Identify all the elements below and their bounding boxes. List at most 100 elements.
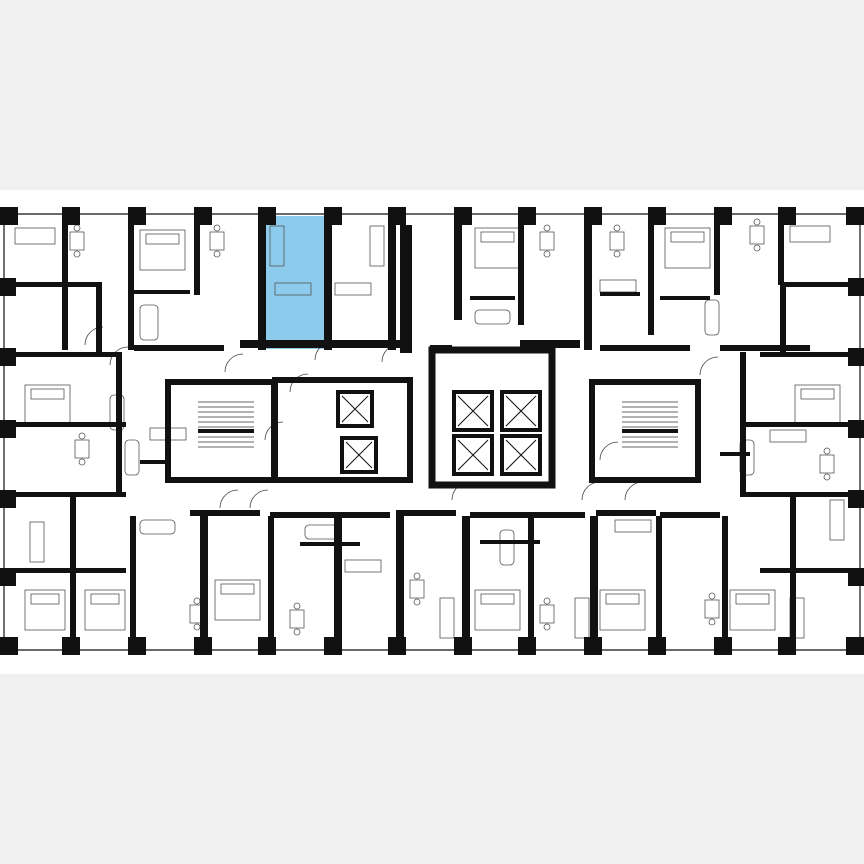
sofa-icon	[789, 225, 831, 243]
pillow	[480, 231, 515, 243]
chair	[753, 218, 761, 226]
elevator-3	[452, 390, 494, 432]
bathtub-icon	[704, 299, 720, 336]
pillow	[670, 231, 705, 243]
pillow	[605, 593, 640, 605]
wall	[334, 516, 342, 637]
wall	[720, 452, 750, 456]
kitchen-counter-icon	[274, 282, 312, 296]
chair	[613, 224, 621, 232]
chair	[543, 224, 551, 232]
wall	[596, 510, 656, 516]
pillow	[800, 388, 835, 400]
dining-table-icon	[539, 604, 555, 624]
wall	[190, 510, 260, 516]
column-icon	[0, 348, 16, 366]
wall	[520, 340, 580, 348]
column-icon	[848, 568, 864, 586]
wall	[480, 540, 540, 544]
pillow	[30, 388, 65, 400]
wall	[648, 225, 654, 335]
sofa-icon	[14, 227, 56, 245]
chair	[213, 224, 221, 232]
column-icon	[128, 207, 146, 225]
chair	[708, 618, 716, 626]
column-icon	[584, 207, 602, 225]
wall	[760, 568, 848, 573]
bed-icon	[664, 227, 711, 269]
column-icon	[62, 207, 80, 225]
wall	[134, 345, 224, 351]
wall	[140, 460, 170, 464]
wall	[722, 516, 728, 637]
wall	[388, 225, 396, 350]
bed-icon	[214, 579, 261, 621]
bathtub-icon	[139, 304, 159, 341]
wall	[16, 352, 116, 357]
wall	[240, 340, 330, 348]
wall	[16, 282, 96, 287]
pillow	[735, 593, 770, 605]
kitchen-counter-icon	[334, 282, 372, 296]
dining-table-icon	[74, 439, 90, 459]
sofa-icon	[369, 225, 385, 267]
chair	[543, 250, 551, 258]
column-icon	[324, 637, 342, 655]
wall	[780, 282, 848, 287]
pillow	[480, 593, 515, 605]
dining-table-icon	[539, 231, 555, 251]
wall	[300, 542, 360, 546]
column-icon	[0, 568, 16, 586]
chair	[78, 432, 86, 440]
dining-table-icon	[289, 609, 305, 629]
column-icon	[454, 637, 472, 655]
wall	[584, 225, 592, 350]
column-icon	[714, 637, 732, 655]
cores-layer	[165, 346, 701, 489]
wall	[400, 225, 412, 353]
elevator-2	[340, 436, 378, 474]
dining-table-icon	[209, 231, 225, 251]
bed-icon	[24, 589, 66, 631]
wall	[720, 345, 810, 351]
dining-table-icon	[409, 579, 425, 599]
column-icon	[0, 278, 16, 296]
column-icon	[258, 207, 276, 225]
elevator-cross	[457, 439, 489, 471]
wall	[16, 422, 126, 427]
column-icon	[128, 637, 146, 655]
wall	[96, 282, 102, 352]
wall	[528, 516, 534, 637]
elevator-5	[452, 434, 494, 476]
door-swing	[699, 356, 719, 376]
wall	[656, 516, 662, 637]
wall	[518, 225, 524, 325]
bed-icon	[599, 589, 646, 631]
stair-enclosure	[589, 379, 701, 483]
wall	[660, 296, 710, 300]
wall	[454, 225, 462, 320]
wall	[778, 225, 784, 285]
chair	[413, 598, 421, 606]
column-icon	[584, 637, 602, 655]
bed-icon	[139, 229, 186, 271]
column-icon	[848, 420, 864, 438]
column-icon	[194, 207, 212, 225]
door-swing	[264, 421, 284, 441]
highlighted-unit[interactable]	[266, 216, 328, 349]
wall	[194, 225, 200, 295]
chair	[293, 602, 301, 610]
chair	[293, 628, 301, 636]
wall	[116, 352, 122, 492]
wall	[396, 516, 404, 637]
wall	[330, 340, 400, 348]
wall	[760, 352, 848, 357]
wall	[130, 516, 136, 637]
wall	[270, 512, 390, 518]
column-icon	[778, 207, 796, 225]
column-icon	[258, 637, 276, 655]
column-icon	[518, 637, 536, 655]
bathtub-icon	[499, 529, 515, 566]
column-icon	[0, 420, 16, 438]
core-wall	[272, 377, 413, 483]
